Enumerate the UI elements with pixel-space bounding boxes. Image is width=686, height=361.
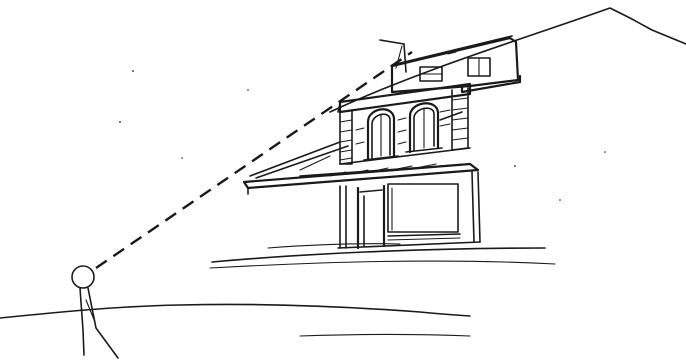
observer-body (80, 288, 84, 355)
foreground-ground-line-2 (300, 335, 470, 337)
observer-body-back (88, 288, 118, 358)
foreground-ground-line (0, 304, 470, 318)
building-ground-line-2 (210, 261, 555, 268)
pencil-specks (119, 70, 606, 201)
observer-figure (72, 266, 118, 358)
upper-floor (392, 36, 520, 92)
observer-head (72, 266, 94, 288)
building-ground-line (212, 248, 545, 262)
canopy (244, 164, 478, 194)
shop-front (338, 172, 480, 248)
main-facade (338, 84, 470, 164)
